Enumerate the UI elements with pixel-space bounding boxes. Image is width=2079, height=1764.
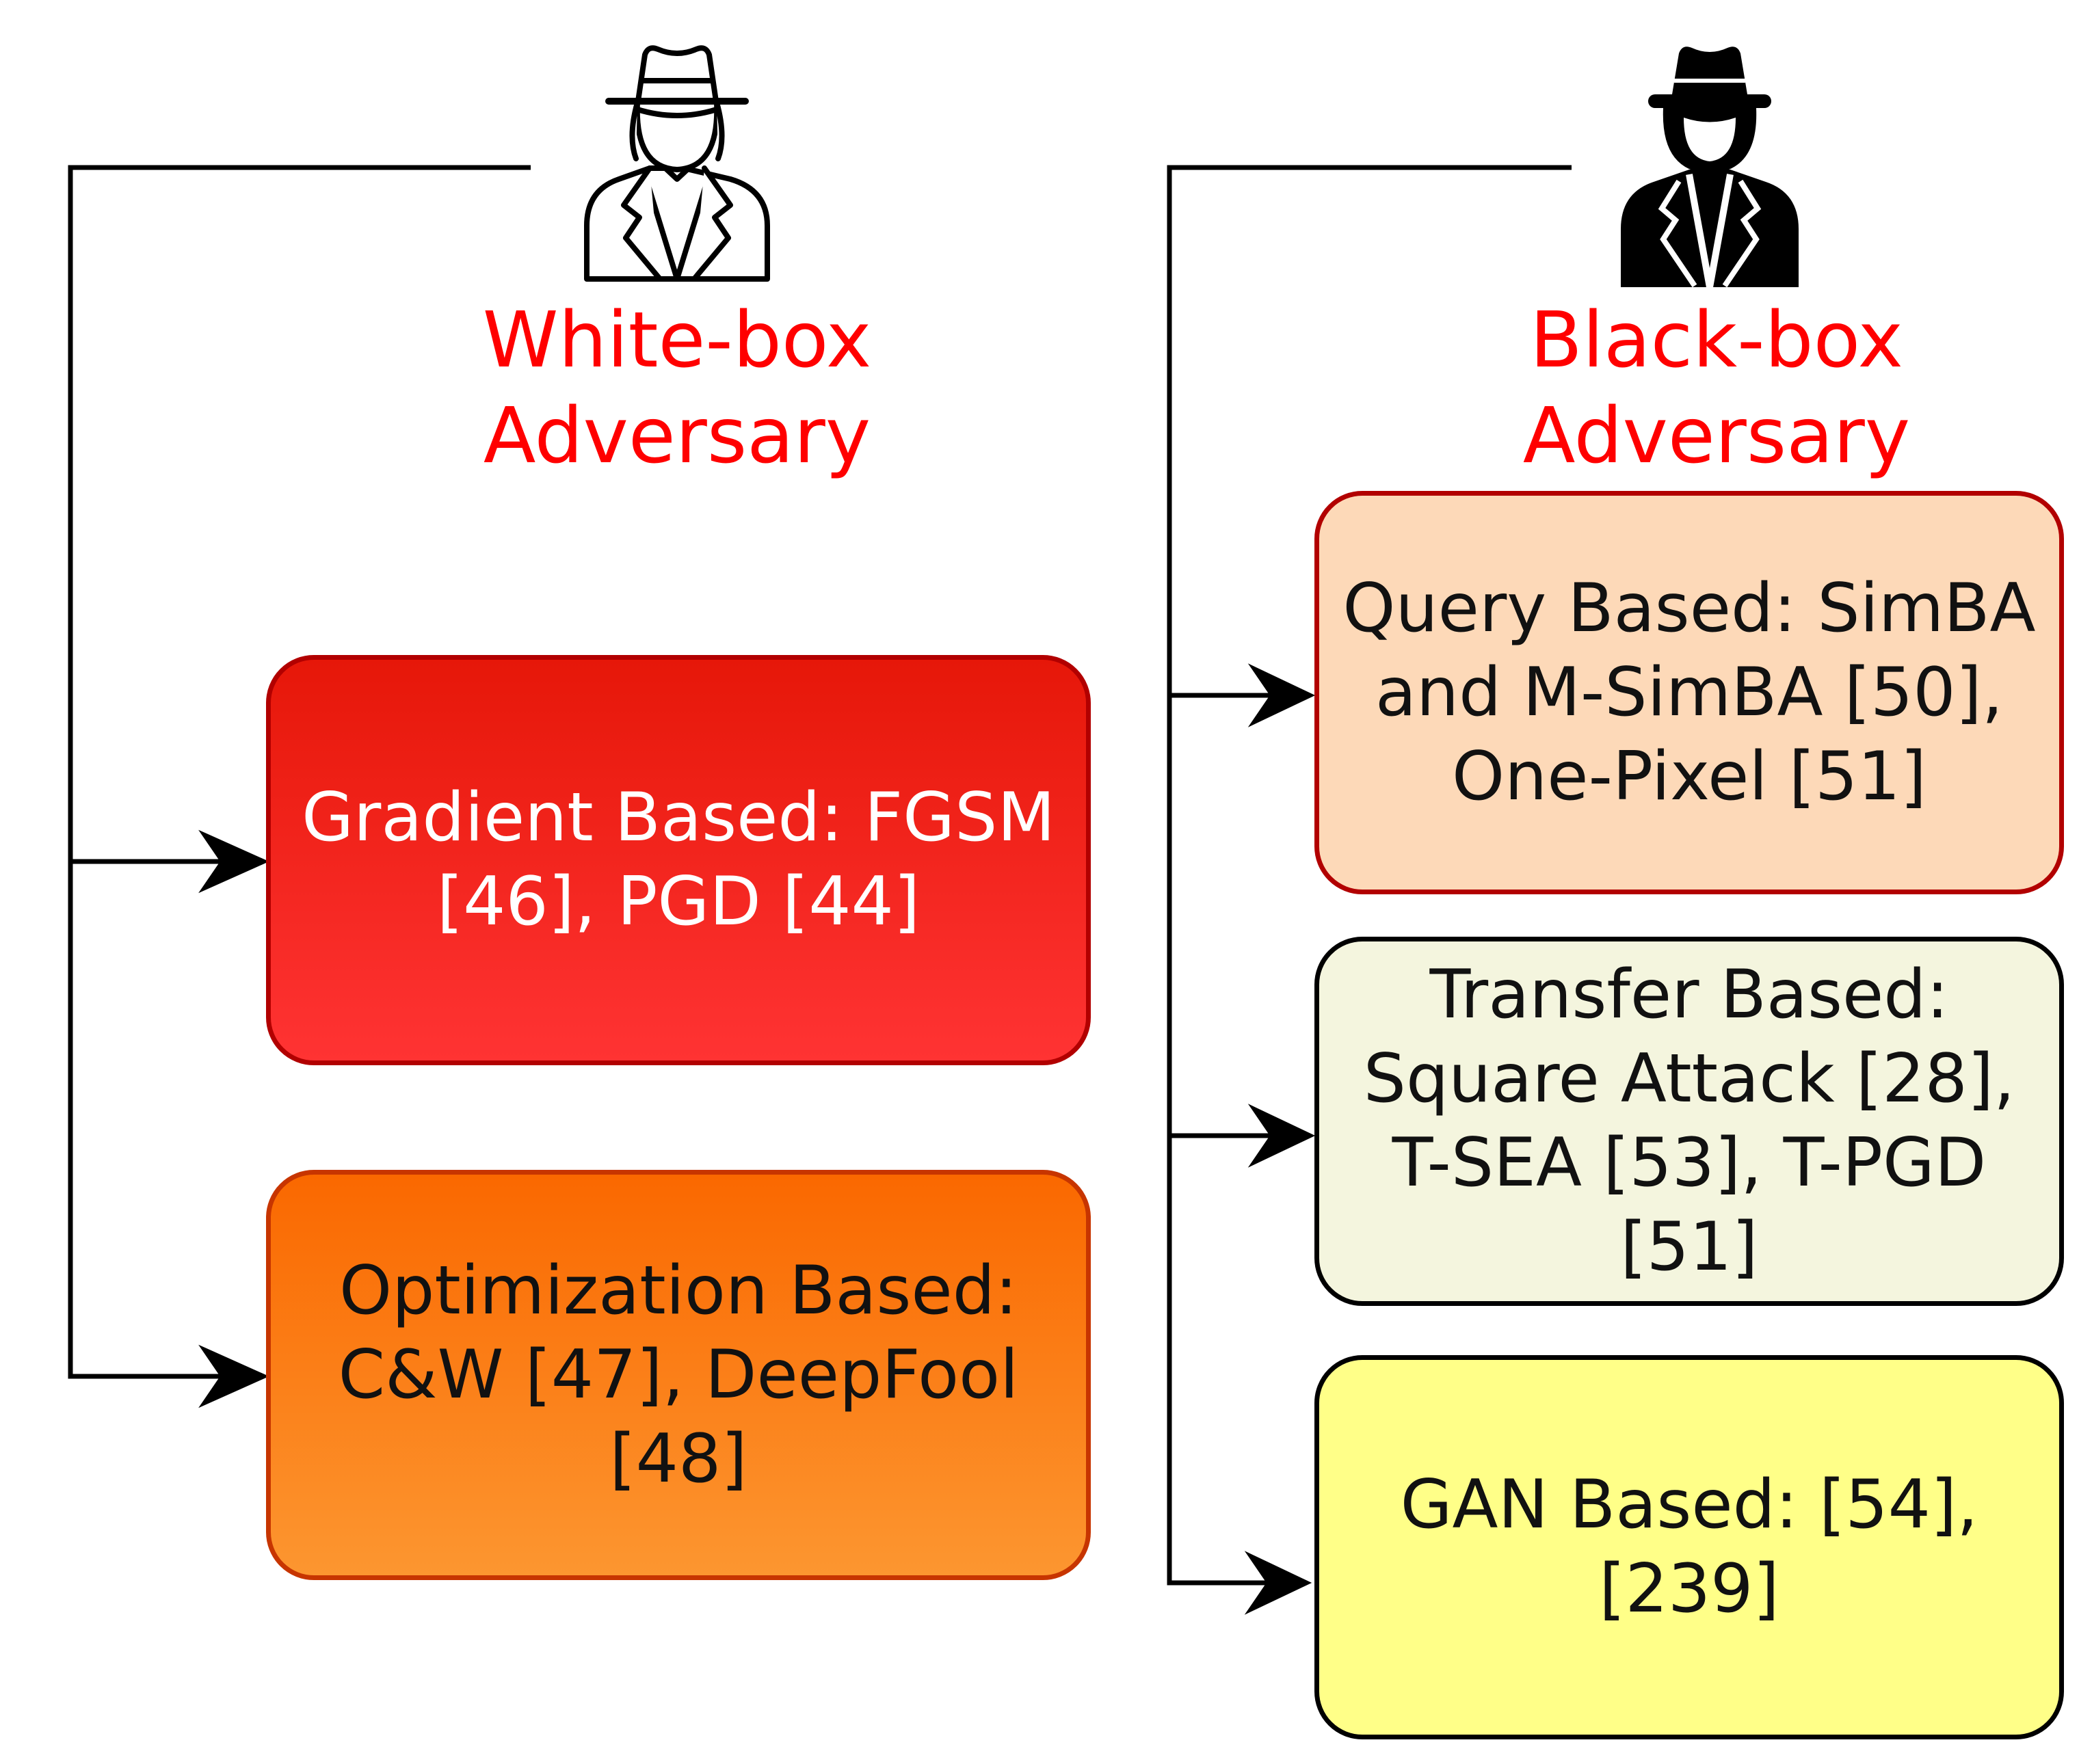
arrow-to-gan [1244,1551,1312,1615]
gradient-based-box: Gradient Based: FGSM [46], PGD [44] [266,655,1091,1065]
transfer-based-box: Transfer Based: Square Attack [28], T-SE… [1314,937,2064,1306]
query-based-label: Query Based: SimBA and M-SimBA [50], One… [1342,569,2036,816]
transfer-based-label: Transfer Based: Square Attack [28], T-SE… [1363,956,2015,1286]
white-box-title-line2: Adversary [483,392,871,481]
arrow-to-optimization [198,1344,269,1408]
arrow-to-gradient [198,829,269,894]
black-box-trunk [1167,165,1572,1586]
spy-outline-icon [584,45,770,282]
white-box-title-line1: White-box [482,296,872,385]
black-box-title-line2: Adversary [1522,392,1911,481]
black-box-connectors [1167,165,1572,1586]
spy-filled-icon [1621,46,1799,288]
black-box-title-line1: Black-box [1530,296,1903,385]
gradient-based-label: Gradient Based: FGSM [46], PGD [44] [302,779,1055,941]
white-box-trunk [68,165,531,1379]
white-box-adversary-label: White-box Adversary [479,293,875,484]
white-box-connectors [68,165,531,1379]
gan-based-box: GAN Based: [54], [239] [1314,1355,2064,1739]
arrow-to-transfer [1247,1104,1316,1168]
optimization-based-box: Optimization Based: C&W [47], DeepFool [… [266,1170,1091,1580]
gan-based-label: GAN Based: [54], [239] [1400,1466,1978,1628]
black-box-adversary-label: Black-box Adversary [1518,293,1915,484]
arrow-to-query [1247,663,1316,727]
query-based-box: Query Based: SimBA and M-SimBA [50], One… [1314,491,2064,894]
optimization-based-label: Optimization Based: C&W [47], DeepFool [… [338,1251,1019,1498]
